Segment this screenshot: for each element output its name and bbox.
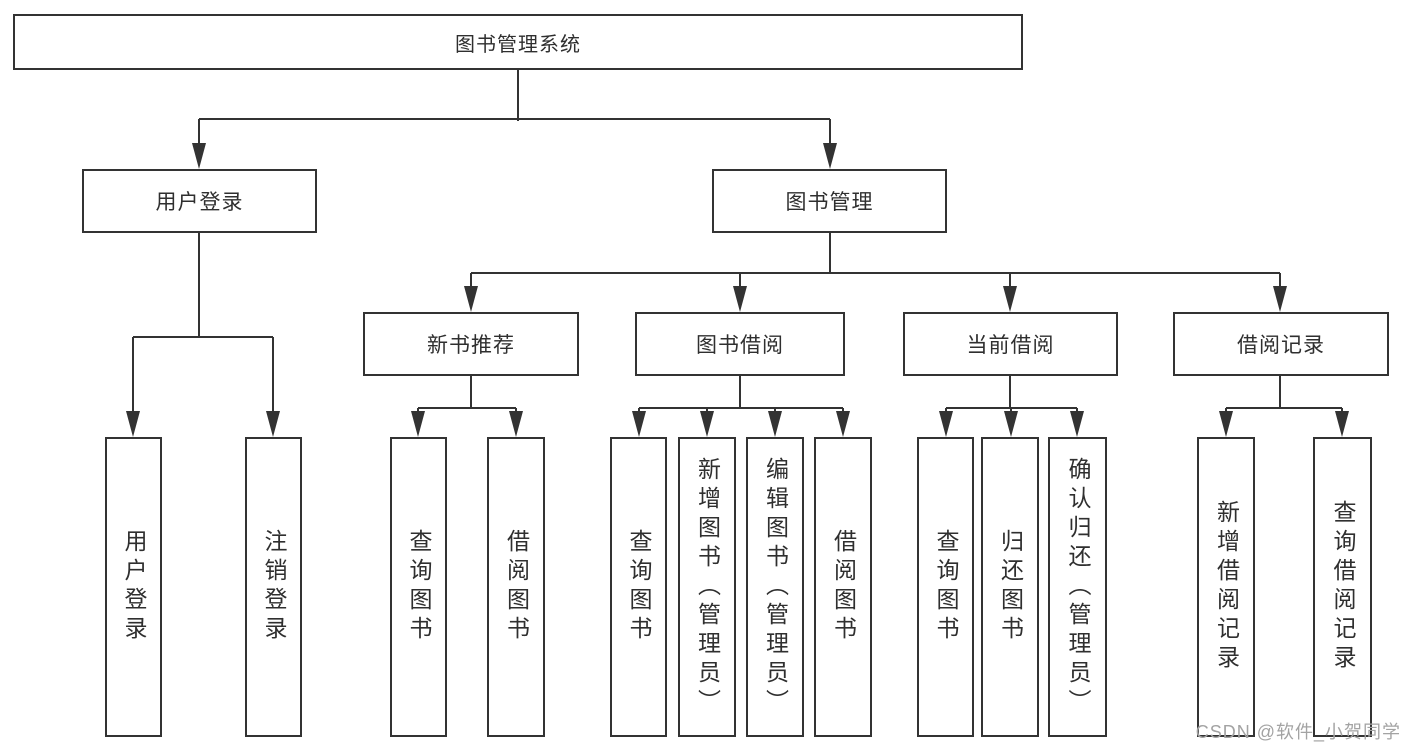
leaf-add-borrow-record-label: 新增借阅记录 xyxy=(1213,500,1240,674)
leaf-logout-label: 注销登录 xyxy=(261,529,287,645)
watermark: CSDN @软件_小贺同学 xyxy=(1195,722,1401,742)
leaf-logout: 注销登录 xyxy=(245,437,302,737)
leaf-return-book: 归还图书 xyxy=(981,437,1039,737)
leaf-edit-book-admin: 编辑图书（管理员） xyxy=(746,437,804,737)
leaf-borrow-books-recommend-label: 借阅图书 xyxy=(503,529,530,645)
node-root-label: 图书管理系统 xyxy=(455,33,581,56)
leaf-query-books-borrowing: 查询图书 xyxy=(610,437,667,737)
leaf-query-borrow-record: 查询借阅记录 xyxy=(1313,437,1372,737)
leaf-add-book-admin: 新增图书（管理员） xyxy=(678,437,736,737)
leaf-query-books-borrowing-label: 查询图书 xyxy=(626,529,652,645)
node-user-login: 用户登录 xyxy=(82,169,317,233)
leaf-add-book-admin-label: 新增图书（管理员） xyxy=(694,456,721,718)
node-root: 图书管理系统 xyxy=(13,14,1023,70)
leaf-query-books-current-label: 查询图书 xyxy=(933,529,959,645)
leaf-query-books-recommend-label: 查询图书 xyxy=(406,529,432,645)
node-borrowing-records-label: 借阅记录 xyxy=(1237,334,1325,357)
leaf-confirm-return-admin-label: 确认归还（管理员） xyxy=(1065,456,1091,718)
leaf-edit-book-admin-label: 编辑图书（管理员） xyxy=(762,456,789,718)
node-book-borrowing-label: 图书借阅 xyxy=(696,334,784,357)
node-new-book-recommend: 新书推荐 xyxy=(363,312,579,376)
node-borrowing-records: 借阅记录 xyxy=(1173,312,1389,376)
leaf-query-books-recommend: 查询图书 xyxy=(390,437,447,737)
leaf-query-borrow-record-label: 查询借阅记录 xyxy=(1330,500,1356,674)
leaf-confirm-return-admin: 确认归还（管理员） xyxy=(1048,437,1107,737)
leaf-add-borrow-record: 新增借阅记录 xyxy=(1197,437,1255,737)
leaf-borrow-books-recommend: 借阅图书 xyxy=(487,437,545,737)
node-book-borrowing: 图书借阅 xyxy=(635,312,845,376)
arrowhead-icons xyxy=(126,143,1349,437)
node-new-book-recommend-label: 新书推荐 xyxy=(427,334,515,357)
node-current-borrowing: 当前借阅 xyxy=(903,312,1118,376)
leaf-return-book-label: 归还图书 xyxy=(997,529,1024,645)
leaf-borrow-books-borrowing-label: 借阅图书 xyxy=(830,529,857,645)
leaf-borrow-books-borrowing: 借阅图书 xyxy=(814,437,872,737)
leaf-user-login: 用户登录 xyxy=(105,437,162,737)
node-book-management-label: 图书管理 xyxy=(785,191,874,214)
node-current-borrowing-label: 当前借阅 xyxy=(966,334,1055,357)
node-book-management: 图书管理 xyxy=(712,169,947,233)
leaf-query-books-current: 查询图书 xyxy=(917,437,974,737)
leaf-user-login-label: 用户登录 xyxy=(121,529,147,645)
node-user-login-label: 用户登录 xyxy=(155,191,244,214)
